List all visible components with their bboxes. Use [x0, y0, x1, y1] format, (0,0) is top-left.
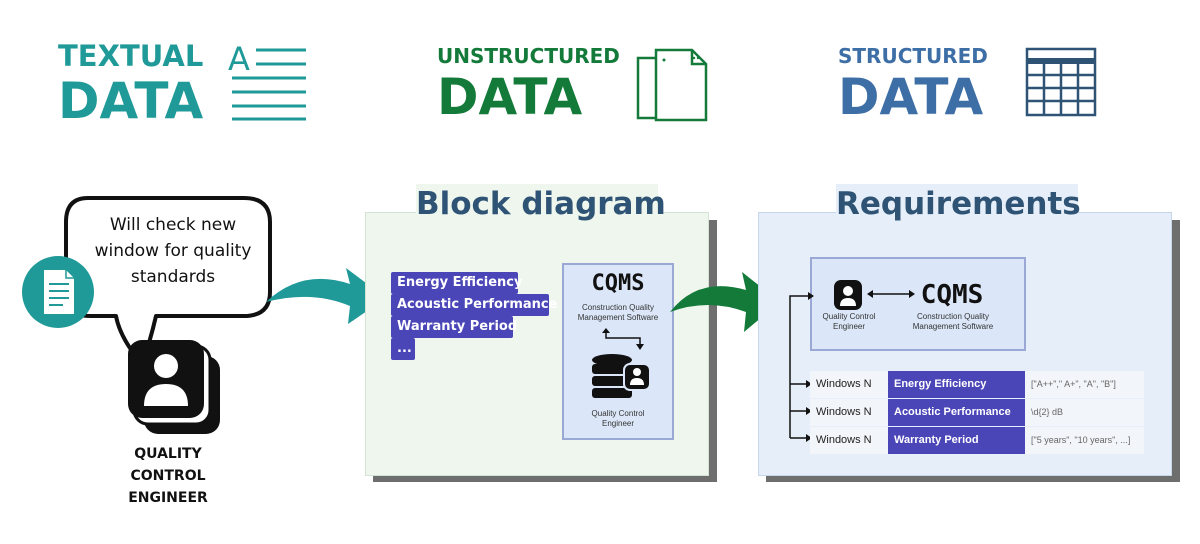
bidirectional-arrow-icon [867, 290, 915, 298]
block-user-label-line: Quality Control [591, 409, 645, 418]
window-cell: Windows N [810, 427, 888, 454]
user-avatar-small-icon [834, 280, 862, 310]
requirement-cell: Warranty Period [888, 427, 1025, 454]
speech-line: standards [130, 267, 216, 287]
database-user-icon [592, 354, 651, 398]
table-row: Windows N Warranty Period ["5 years", "1… [810, 427, 1144, 454]
req-cqms-subtitle-line: Management Software [912, 322, 994, 331]
window-cell: Windows N [810, 371, 888, 398]
cqms-block [562, 263, 674, 440]
structured-heading-top: STRUCTURED [838, 44, 988, 68]
speech-text: Will check new window for quality standa… [78, 212, 268, 290]
cqms-subtitle: Construction Quality Management Software [562, 303, 674, 323]
tag-warranty-period: Warranty Period [391, 316, 517, 338]
block-diagram-title: Block diagram [416, 184, 666, 224]
requirement-cell: Acoustic Performance [888, 399, 1025, 426]
window-cell: Windows N [810, 399, 888, 426]
role-line: ENGINEER [128, 490, 208, 506]
textual-heading-bottom: DATA [58, 72, 204, 130]
tag-energy-efficiency: Energy Efficiency [391, 272, 522, 294]
connector-lines [789, 292, 814, 442]
cqms-name: CQMS [591, 271, 645, 296]
role-line: CONTROL [130, 468, 206, 484]
cqms-subtitle-line: Construction Quality [581, 303, 655, 312]
requirements-table: Windows N Energy Efficiency ["A++"," A+"… [810, 371, 1144, 459]
unstructured-heading-top: UNSTRUCTURED [437, 44, 620, 68]
block-user-label: Quality Control Engineer [562, 409, 674, 429]
req-user-label: Quality Control Engineer [814, 312, 884, 332]
green-arrow-icon [670, 272, 780, 332]
speech-line: window for quality [94, 241, 252, 261]
document-icon [22, 256, 94, 328]
req-user-label-line: Quality Control [822, 312, 876, 321]
table-row: Windows N Acoustic Performance \d{2} dB [810, 399, 1144, 426]
requirements-title: Requirements [836, 184, 1081, 224]
stacked-documents-icon [636, 48, 708, 122]
user-avatar-icon [128, 340, 220, 434]
structured-heading-bottom: DATA [838, 68, 984, 126]
double-arrow-icon [602, 328, 644, 350]
role-label: QUALITY CONTROL ENGINEER [108, 443, 228, 509]
block-user-label-line: Engineer [601, 419, 635, 428]
table-row: Windows N Energy Efficiency ["A++"," A+"… [810, 371, 1144, 398]
values-cell: ["A++"," A+", "A", "B"] [1025, 371, 1144, 398]
tag-more: ... [391, 338, 415, 360]
textual-heading-top: TEXTUAL [58, 39, 204, 73]
svg-text:A: A [228, 42, 250, 78]
values-cell: ["5 years", "10 years", ...] [1025, 427, 1144, 454]
req-cqms-name: CQMS [920, 280, 984, 310]
req-cqms-subtitle: Construction Quality Management Software [898, 312, 1008, 332]
teal-arrow-icon [266, 268, 386, 324]
requirement-cell: Energy Efficiency [888, 371, 1025, 398]
text-lines-icon: A [228, 42, 306, 121]
role-line: QUALITY [134, 446, 202, 462]
unstructured-heading-bottom: DATA [437, 68, 583, 126]
values-cell: \d{2} dB [1025, 399, 1144, 426]
cqms-subtitle-line: Management Software [577, 313, 659, 322]
table-grid-icon [1025, 47, 1097, 117]
req-user-label-line: Engineer [832, 322, 866, 331]
speech-line: Will check new [109, 215, 237, 235]
req-cqms-subtitle-line: Construction Quality [916, 312, 990, 321]
tag-acoustic-performance: Acoustic Performance [391, 294, 557, 316]
